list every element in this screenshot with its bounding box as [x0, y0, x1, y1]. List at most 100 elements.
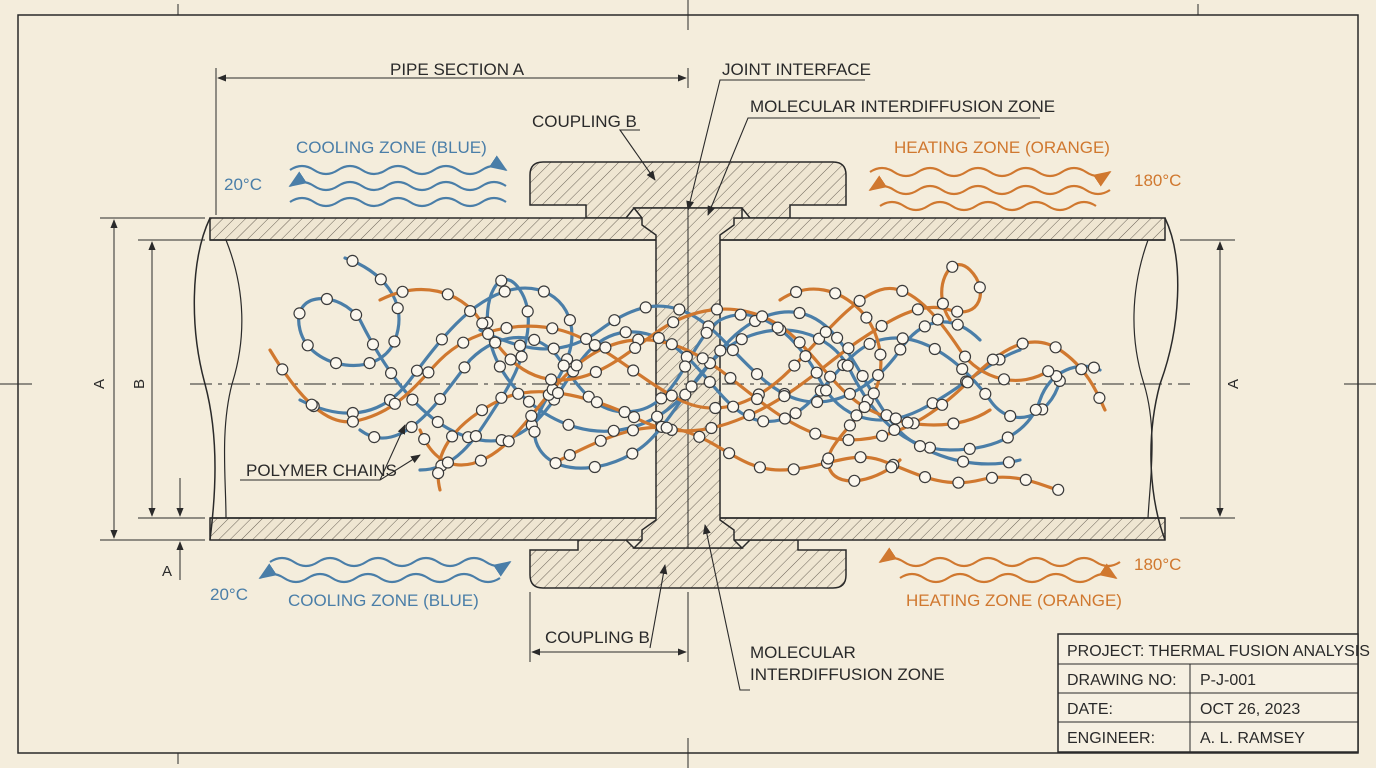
monomer-bead [418, 433, 431, 446]
monomer-bead [405, 420, 418, 434]
monomer-bead [788, 359, 801, 372]
monomer-bead [896, 332, 909, 345]
monomer-bead [819, 325, 832, 339]
monomer-bead [410, 364, 424, 377]
coupling-b [529, 161, 847, 589]
heating-zone-label-bottom: HEATING ZONE (ORANGE) [906, 591, 1122, 610]
monomer-bead [665, 389, 678, 402]
monomer-bead [1042, 365, 1055, 378]
monomer-bead [434, 392, 447, 406]
monomer-bead [562, 418, 575, 431]
monomer-bead [935, 398, 949, 411]
monomer-bead [665, 338, 678, 351]
monomer-bead [755, 310, 769, 323]
monomer-bead [388, 335, 401, 348]
dim-b-left-label: B [131, 379, 148, 389]
monomer-bead [709, 401, 722, 415]
monomer-bead [590, 396, 604, 409]
title-block-drawing-no-value: P-J-001 [1200, 672, 1256, 689]
monomer-bead [385, 367, 398, 380]
monomer-bead [435, 333, 448, 346]
monomer-bead [655, 392, 668, 405]
monomer-bead [391, 302, 404, 315]
monomer-bead [913, 440, 927, 453]
monomer-bead [628, 341, 642, 354]
temp-hot-bottom: 180°C [1134, 555, 1181, 574]
monomer-bead [850, 409, 863, 422]
title-block-engineer-label: ENGINEER: [1067, 730, 1155, 747]
monomer-bead [293, 307, 306, 320]
monomer-bead [599, 341, 612, 354]
cooling-zone-label-top: COOLING ZONE (BLUE) [296, 138, 487, 157]
monomer-bead [875, 429, 889, 442]
monomer-bead [537, 285, 551, 298]
monomer-bead [854, 451, 867, 464]
monomer-bead [705, 421, 718, 435]
monomer-bead [1016, 337, 1029, 350]
monomer-bead [588, 339, 602, 352]
monomer-bead [696, 352, 709, 365]
monomer-bead [918, 320, 931, 333]
interdiffusion-zone-label-bottom-2: INTERDIFFUSION ZONE [750, 665, 945, 684]
monomer-bead [582, 390, 595, 403]
joint-interface-label: JOINT INTERFACE [722, 60, 871, 79]
monomer-bead [525, 409, 538, 422]
monomer-bead [853, 294, 866, 307]
monomer-bead [735, 333, 748, 346]
monomer-bead [673, 303, 686, 316]
monomer-bead [1029, 403, 1042, 416]
dim-a-left-label: A [91, 379, 108, 389]
monomer-bead [889, 412, 902, 425]
monomer-bead [863, 337, 876, 350]
monomer-bead [750, 392, 764, 406]
monomer-bead [961, 376, 974, 389]
monomer-bead [594, 434, 607, 447]
monomer-bead [474, 454, 487, 467]
monomer-bead [1049, 341, 1062, 354]
monomer-bead [958, 350, 972, 363]
monomer-bead [502, 435, 515, 448]
monomer-bead [722, 447, 736, 460]
monomer-bead [824, 370, 837, 383]
monomer-bead [947, 417, 960, 430]
monomer-bead [366, 338, 380, 351]
monomer-bead [743, 409, 756, 422]
monomer-bead [549, 457, 562, 470]
monomer-bead [842, 433, 855, 447]
monomer-bead [363, 357, 376, 370]
monomer-bead [946, 260, 959, 273]
monomer-bead [627, 411, 641, 424]
monomer-bead [894, 343, 907, 356]
monomer-bead [753, 461, 767, 474]
monomer-beads [276, 254, 1106, 496]
monomer-bead [441, 456, 454, 469]
heating-waves-top [868, 166, 1112, 212]
monomer-bead [346, 254, 359, 267]
monomer-bead [685, 380, 698, 393]
monomer-bead [734, 308, 747, 321]
monomer-bead [563, 314, 577, 327]
monomer-bead [726, 400, 740, 413]
monomer-bead [626, 447, 639, 460]
monomer-bead [528, 425, 541, 438]
dim-a-bottom-label: A [162, 563, 172, 580]
monomer-bead [522, 395, 536, 408]
title-block-date-label: DATE: [1067, 701, 1113, 718]
monomer-bead [493, 360, 506, 373]
monomer-bead [757, 415, 770, 428]
temp-cold-top: 20°C [224, 175, 262, 194]
monomer-bead [928, 342, 941, 356]
polymer-chains-label: POLYMER CHAINS [246, 461, 397, 480]
monomer-bead [809, 427, 822, 440]
title-block-date-value: OCT 26, 2023 [1200, 701, 1300, 718]
monomer-bead [896, 284, 909, 297]
monomer-bead [726, 344, 740, 357]
monomer-bead [923, 441, 937, 454]
monomer-bead [482, 327, 495, 340]
monomer-bead [819, 384, 833, 397]
monomer-bead [724, 371, 737, 385]
joint-interface-plug [632, 207, 744, 549]
monomer-bead [771, 321, 784, 334]
